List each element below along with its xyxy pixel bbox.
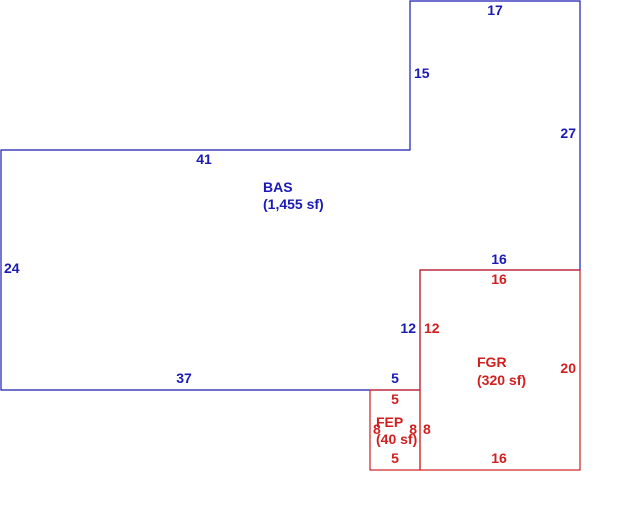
dim-fep-right-a: 8 bbox=[409, 421, 417, 437]
fgr-label-code: FGR bbox=[477, 354, 507, 370]
dim-fep-bottom: 5 bbox=[391, 450, 399, 466]
fep-label-code: FEP bbox=[376, 414, 403, 430]
fep-label-size: (40 sf) bbox=[376, 431, 417, 447]
dim-bas-right: 27 bbox=[560, 125, 576, 141]
dim-fgr-bottom: 16 bbox=[491, 450, 507, 466]
dim-bas-step-top: 16 bbox=[491, 251, 507, 267]
dim-bas-step-bottom: 5 bbox=[391, 370, 399, 386]
bas-label-code: BAS bbox=[263, 179, 293, 195]
dim-fep-left: 8 bbox=[373, 421, 381, 437]
dim-fep-top: 5 bbox=[391, 391, 399, 407]
dim-fgr-top: 16 bbox=[491, 271, 507, 287]
dim-bas-top-left: 41 bbox=[196, 151, 212, 167]
dim-fep-right-b: 8 bbox=[423, 421, 431, 437]
dim-bas-step-vertical: 12 bbox=[400, 320, 416, 336]
fgr-outline bbox=[419, 269, 581, 471]
dim-bas-inner-vertical: 15 bbox=[414, 65, 430, 81]
dim-bas-top-right: 17 bbox=[487, 2, 503, 18]
dim-fgr-right: 20 bbox=[560, 360, 576, 376]
dim-bas-left: 24 bbox=[4, 260, 20, 276]
dim-fgr-left: 12 bbox=[424, 320, 440, 336]
fgr-label-size: (320 sf) bbox=[477, 372, 526, 388]
bas-label-size: (1,455 sf) bbox=[263, 196, 324, 212]
dim-bas-bottom: 37 bbox=[176, 370, 192, 386]
fep-outline bbox=[369, 389, 421, 471]
